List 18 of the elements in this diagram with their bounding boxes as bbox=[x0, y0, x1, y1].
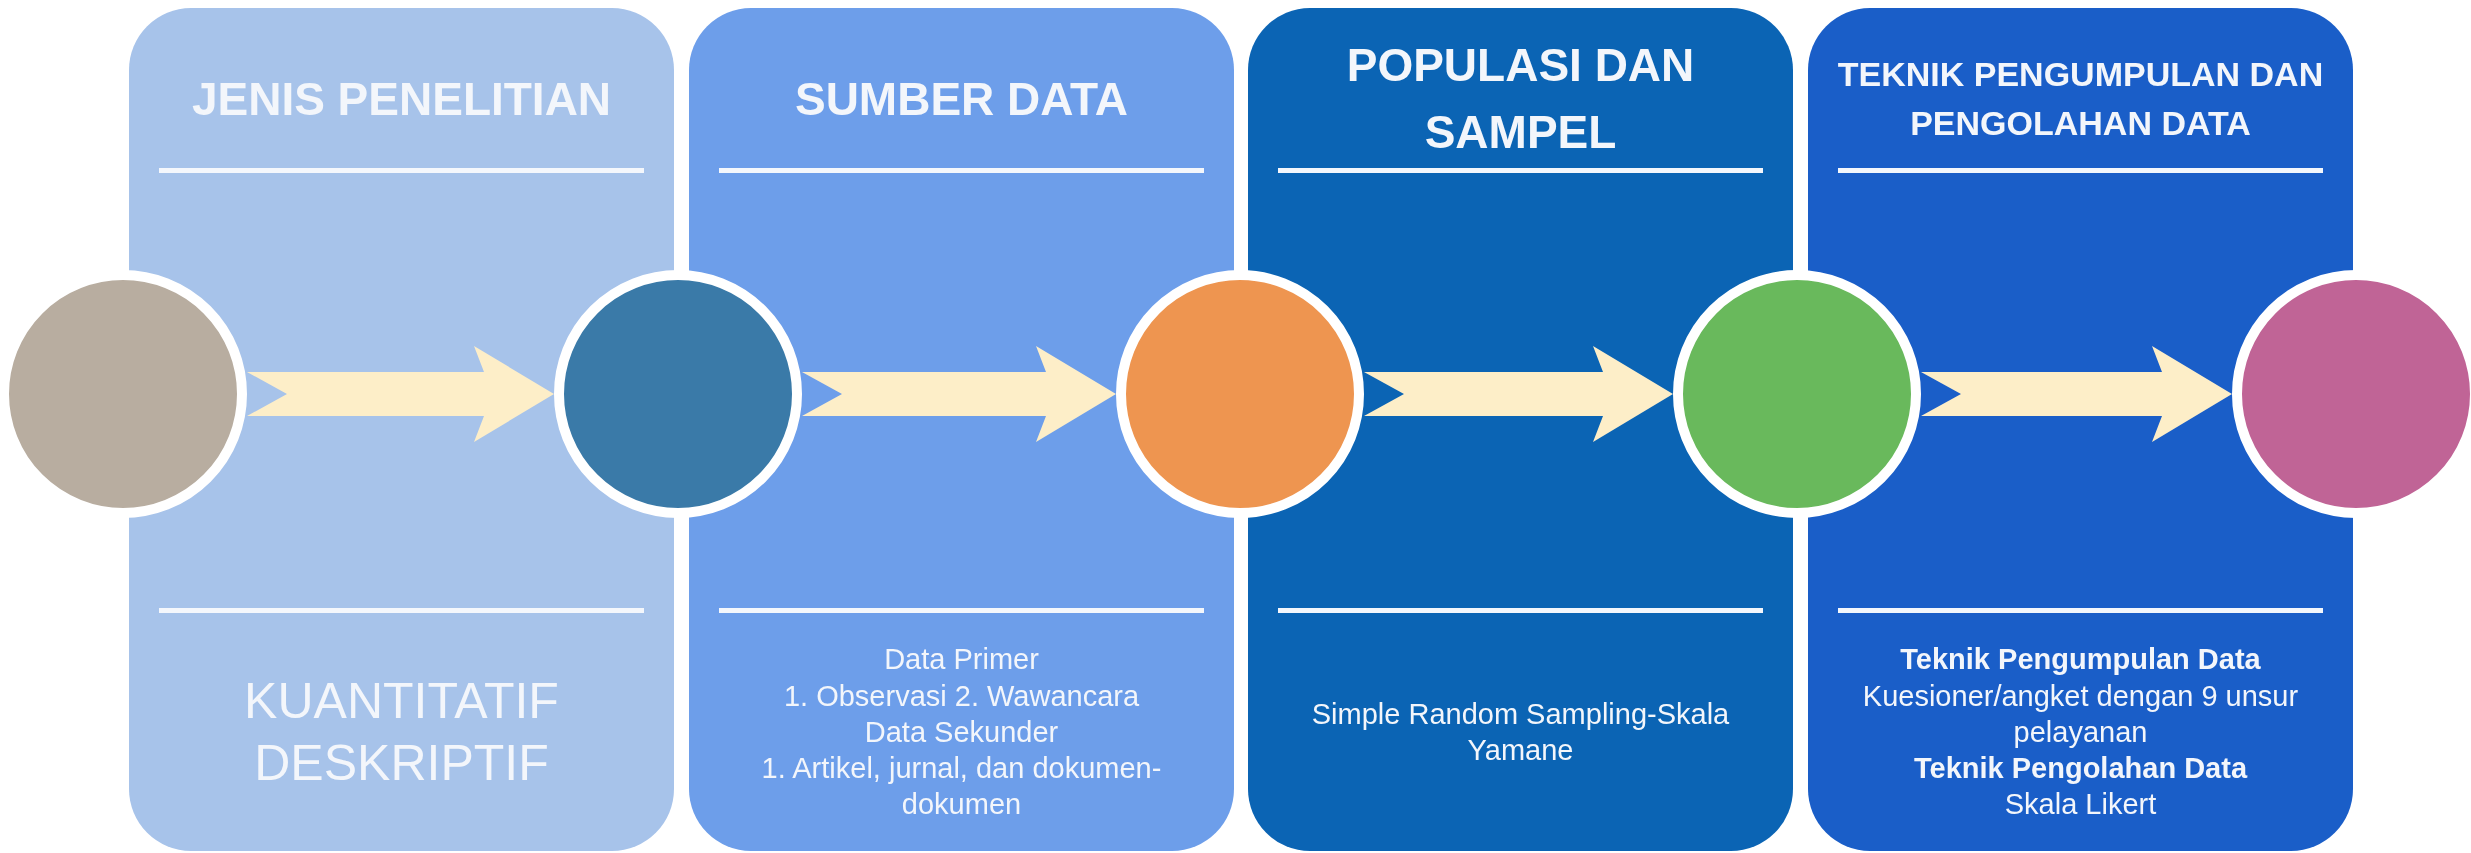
panel-text: Kuesioner/angket dengan 9 unsur pelayanan bbox=[1861, 678, 2300, 750]
arrow bbox=[1364, 346, 1673, 442]
panel-heading: POPULASI DAN SAMPEL bbox=[1345, 38, 1696, 160]
panel-heading: JENIS PENELITIAN bbox=[191, 71, 612, 127]
arrow bbox=[802, 346, 1116, 442]
panel-text: Skala Likert bbox=[2004, 787, 2157, 823]
arrow bbox=[1921, 346, 2232, 442]
panel-text: KUANTITATIF DESKRIPTIF bbox=[243, 671, 560, 793]
section-heading: Teknik Pengumpulan Data bbox=[1900, 642, 2261, 678]
arrow bbox=[247, 346, 554, 442]
panel-text: 1. Observasi 2. Wawancara bbox=[783, 678, 1140, 714]
panel-text: Data Primer bbox=[884, 642, 1039, 678]
panel-text: 1. Artikel, jurnal, dan dokumen-dokumen bbox=[760, 751, 1163, 823]
panel-heading: SUMBER DATA bbox=[794, 71, 1129, 127]
panel-text: Data Sekunder bbox=[864, 714, 1059, 750]
panel-heading: TEKNIK PENGUMPULAN DAN PENGOLAHAN DATA bbox=[1836, 53, 2325, 144]
section-heading: Teknik Pengolahan Data bbox=[1913, 751, 2247, 787]
panel-text: Simple Random Sampling-Skala Yamane bbox=[1310, 696, 1731, 768]
